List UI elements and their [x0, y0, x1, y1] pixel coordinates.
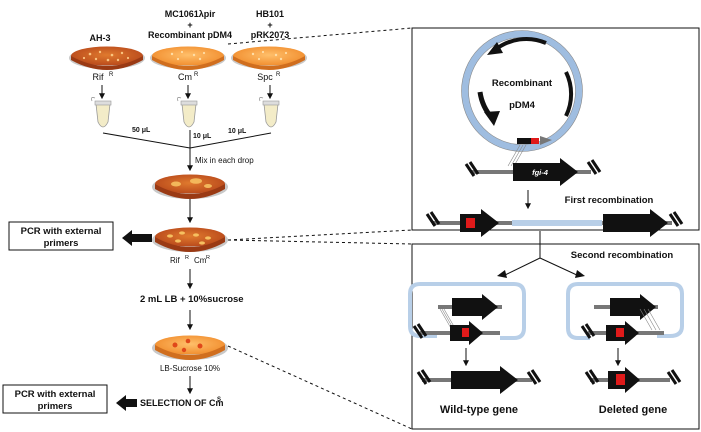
- first-recombination-label: First recombination: [565, 195, 654, 206]
- tube-right-icon: [259, 97, 280, 128]
- result-deleted: [584, 367, 682, 393]
- tube-mid-icon: [177, 97, 198, 128]
- lb-sucrose-step: 2 mL LB + 10%sucrose: [140, 294, 244, 305]
- volume-left: 50 μL: [132, 127, 151, 134]
- mix-label: Mix in each drop: [195, 156, 254, 165]
- chromosome-wild: [464, 158, 602, 186]
- svg-text:primers: primers: [44, 238, 79, 249]
- result-wild-type: [416, 366, 542, 394]
- cm-r-label: Cm R: [178, 72, 199, 82]
- gene-label: fgi-4: [532, 168, 549, 177]
- volume-mid: 10 μL: [193, 133, 212, 140]
- arrow-to-pcr-1: [122, 230, 152, 246]
- svg-text:R: R: [109, 72, 114, 78]
- strain-mc1061-label: MC1061λpir: [165, 9, 216, 19]
- strain-hb101-label: HB101: [256, 9, 284, 19]
- svg-text:primers: primers: [38, 401, 73, 412]
- strain-pdm4-label: Recombinant pDM4: [148, 30, 232, 40]
- svg-text:S: S: [217, 397, 221, 403]
- selection-cms-label: SELECTION OF Cm S: [140, 397, 224, 408]
- loop-deleted: [566, 282, 684, 345]
- rif-r-label: Rif R: [93, 72, 115, 82]
- lb-sucrose-plate-label: LB-Sucrose 10%: [160, 364, 220, 373]
- strain-plus2-label: +: [267, 20, 272, 30]
- split-lines: [502, 231, 580, 277]
- svg-text:Cm: Cm: [194, 256, 207, 265]
- mix-lines: [102, 130, 272, 149]
- volume-right: 10 μL: [228, 128, 247, 135]
- strain-ah3-label: AH-3: [89, 33, 110, 43]
- plate-hb101: [231, 46, 307, 70]
- dashed-connector-3: [227, 239, 413, 245]
- svg-text:R: R: [185, 255, 189, 261]
- svg-text:PCR with external: PCR with external: [15, 389, 96, 400]
- dashed-connector-2: [227, 229, 413, 241]
- wild-type-label: Wild-type gene: [440, 404, 518, 416]
- dashed-connector-4: [227, 345, 413, 430]
- strain-plus-label: +: [187, 20, 192, 30]
- svg-text:R: R: [194, 72, 199, 78]
- svg-text:Rif: Rif: [170, 256, 181, 265]
- svg-text:Cm: Cm: [178, 72, 192, 82]
- pcr-box-1: PCR with external primers: [8, 221, 114, 251]
- dashed-connector-1: [227, 27, 413, 45]
- plasmid-label-2: pDM4: [509, 100, 536, 111]
- arrow-to-pcr-2: [116, 395, 137, 411]
- rif-cm-label: Rif R Cm R: [170, 255, 210, 265]
- plasmid-label-1: Recombinant: [492, 78, 553, 89]
- cointegrate: [425, 209, 684, 237]
- spc-r-label: Spc R: [257, 72, 281, 82]
- svg-text:SELECTION OF Cm: SELECTION OF Cm: [140, 398, 224, 408]
- svg-text:R: R: [276, 72, 281, 78]
- plate-ah3: [69, 46, 145, 70]
- plate-selection: [152, 227, 228, 252]
- tube-left-icon: [91, 97, 112, 128]
- pcr-box-2: PCR with external primers: [2, 384, 108, 414]
- crossover-lines-1: [507, 144, 527, 167]
- plate-mating: [152, 174, 228, 199]
- svg-text:Rif: Rif: [93, 72, 104, 82]
- plasmid-pdm4: [461, 30, 583, 152]
- strain-prk2073-label: pRK2073: [251, 30, 290, 40]
- plate-mc1061: [150, 46, 226, 70]
- loop-wild-type: [408, 282, 526, 345]
- svg-text:Spc: Spc: [257, 72, 273, 82]
- svg-text:R: R: [206, 255, 210, 261]
- svg-text:PCR with external: PCR with external: [21, 226, 102, 237]
- deleted-label: Deleted gene: [599, 404, 667, 416]
- second-recombination-label: Second recombination: [571, 250, 674, 261]
- plate-sucrose: [152, 335, 228, 360]
